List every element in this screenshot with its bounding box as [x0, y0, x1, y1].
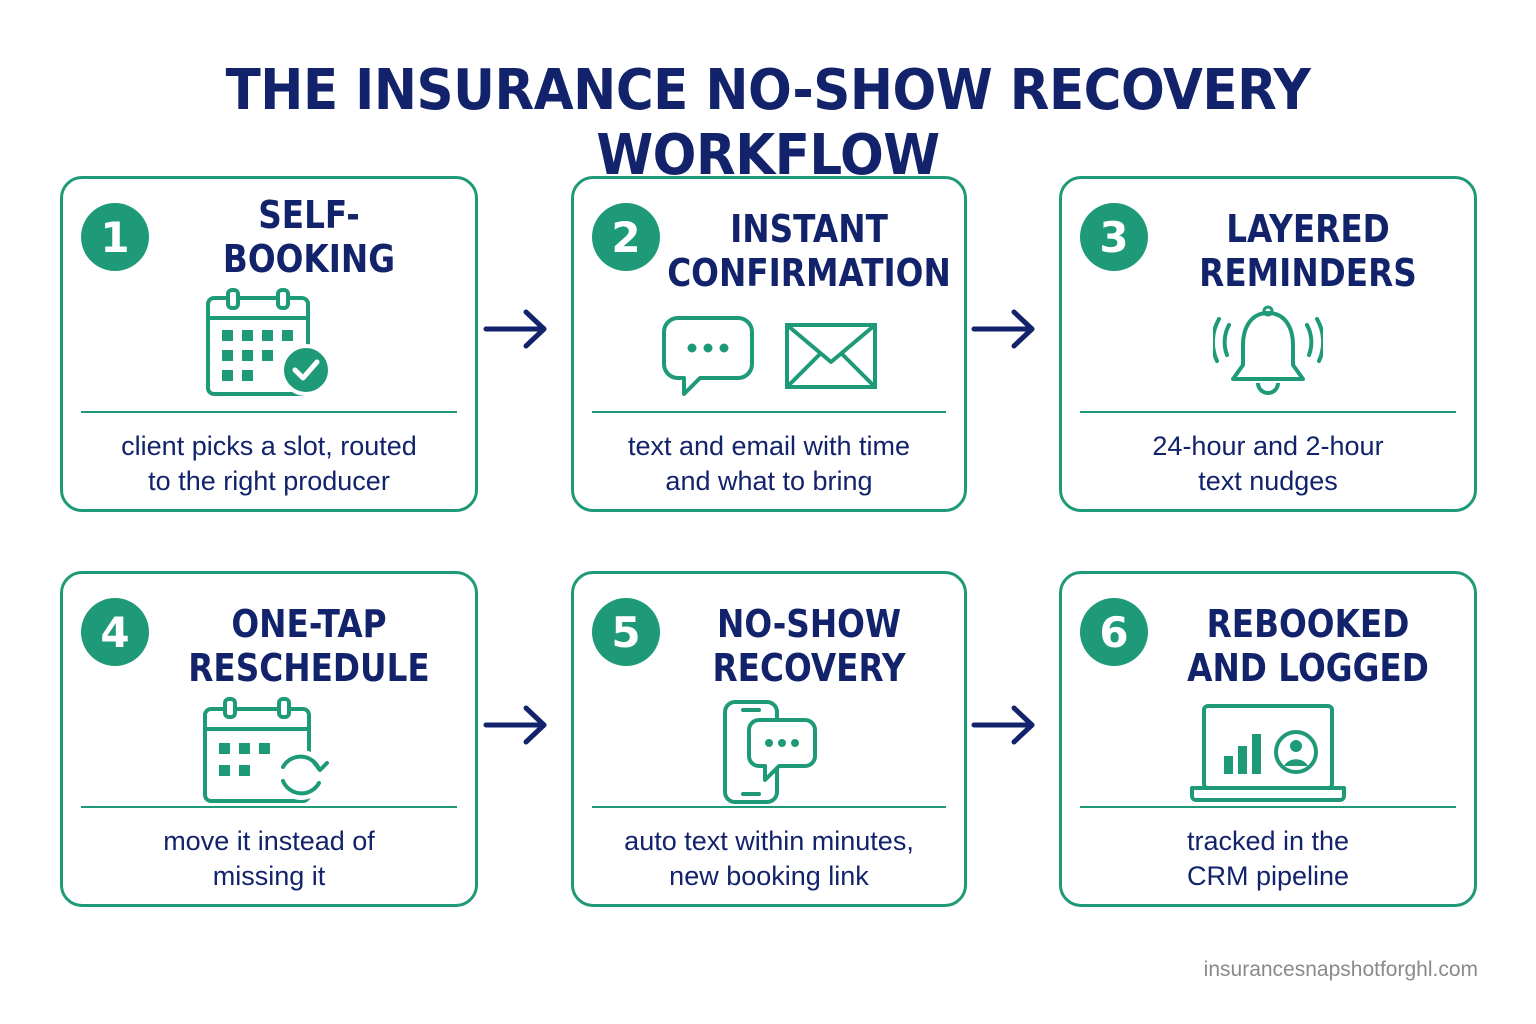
card-divider: [592, 806, 946, 808]
step-description: client picks a slot, routed to the right…: [121, 431, 417, 496]
arrow-right-icon: [971, 309, 1035, 349]
arrow-right-icon: [971, 705, 1035, 745]
phone-message-icon: [723, 700, 817, 804]
step-description: 24-hour and 2-hour text nudges: [1152, 431, 1384, 496]
step-number-badge: 1: [81, 203, 149, 271]
step-description: move it instead of missing it: [163, 826, 375, 891]
calendar-refresh-icon: [203, 697, 329, 803]
page-title: THE INSURANCE NO-SHOW RECOVERY WORKFLOW: [225, 58, 1311, 188]
step-number-badge: 5: [592, 598, 660, 666]
card-divider: [81, 411, 457, 413]
ringing-bell-icon: [1213, 305, 1323, 395]
step-number-badge: 6: [1080, 598, 1148, 666]
arrow-right-icon: [483, 309, 547, 349]
card-divider: [1080, 411, 1456, 413]
calendar-check-icon: [206, 288, 332, 396]
step-description: tracked in the CRM pipeline: [1186, 826, 1350, 891]
card-divider: [1080, 806, 1456, 808]
chat-bubble-icon: [662, 316, 754, 396]
step-title: SELF-BOOKING: [222, 193, 396, 281]
card-divider: [81, 806, 457, 808]
step-number-badge: 3: [1080, 203, 1148, 271]
step-description: auto text within minutes, new booking li…: [624, 826, 914, 891]
envelope-icon: [785, 323, 877, 389]
step-card-self-booking: 1 SELF-BOOKING client picks a slot, rout…: [60, 176, 478, 512]
step-number-badge: 4: [81, 598, 149, 666]
laptop-dashboard-icon: [1190, 704, 1346, 802]
card-divider: [592, 411, 946, 413]
footer-website: insurancesnapshotforghl.com: [1203, 958, 1478, 981]
step-number-badge: 2: [592, 203, 660, 271]
arrow-right-icon: [483, 705, 547, 745]
step-description: text and email with time and what to bri…: [627, 431, 911, 496]
